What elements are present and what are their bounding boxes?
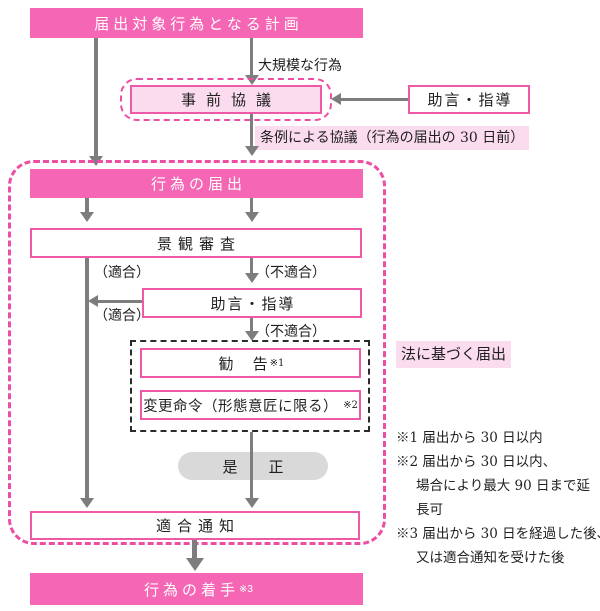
correction-pill-label: 是 正: [222, 457, 292, 476]
advice-guidance-mid-box: 助言・指導: [142, 288, 362, 318]
arrowhead-down-icon: [80, 498, 94, 508]
arrow-line-advice-to-conform: [97, 300, 142, 303]
arrow-line-plan-to-notification: [94, 38, 98, 156]
arrowhead-down-icon: [245, 273, 259, 283]
arrow-line-advice-to-recommendation: [250, 318, 253, 331]
arrow-line-review-to-advice: [250, 258, 253, 273]
act-start-box: 行為の着手※3: [30, 573, 363, 605]
arrowhead-down-icon: [80, 212, 94, 222]
conformity-notice-label: 適合通知: [155, 517, 240, 535]
nonconform-label-1: （不適合）: [256, 265, 326, 281]
change-order-label: 変更命令（形態意匠に限る）: [143, 398, 339, 415]
correction-pill: [178, 452, 328, 480]
pre-consultation-label: 事前協議: [180, 91, 281, 109]
change-order-box: 変更命令（形態意匠に限る） ※2: [140, 390, 361, 420]
footnote-2-cont2: 長可: [416, 502, 443, 518]
change-order-ref: ※2: [343, 399, 358, 411]
footnotes: ※1 届出から 30 日以内 ※2 届出から 30 日以内、 場合により最大 9…: [396, 426, 600, 570]
law-based-notification-label: 法に基づく届出: [396, 341, 512, 368]
plan-box-label: 届出対象行為となる計画: [94, 15, 303, 33]
footnote-1: ※1 届出から 30 日以内: [396, 430, 543, 446]
landscape-review-label: 景観審査: [156, 234, 241, 253]
arrow-line-conform-to-notice: [85, 258, 89, 498]
arrow-line-plan-to-preconsult: [250, 38, 253, 75]
arrow-line-advice-to-preconsult: [340, 98, 408, 101]
arrow-line-notification-to-review-left: [85, 198, 89, 212]
footnote-3: ※3 届出から 30 日を経過した後、: [396, 526, 600, 542]
act-notification-label: 行為の届出: [150, 176, 246, 193]
ordinance-consultation-band: 条例による協議（行為の届出の 30 日前）: [255, 126, 530, 150]
advice-guidance-mid-label: 助言・指導: [210, 294, 296, 313]
arrowhead-down-icon: [245, 498, 259, 508]
arrow-line-preconsult-to-notification: [250, 114, 253, 146]
act-notification-box: 行為の届出: [30, 169, 363, 198]
arrow-line-notification-to-review-right: [250, 198, 253, 212]
arrow-line-order-to-notice: [250, 432, 253, 498]
arrowhead-down-icon: [245, 75, 259, 85]
advice-guidance-top-box: 助言・指導: [408, 85, 530, 114]
arrowhead-left-icon: [331, 93, 341, 105]
footnote-3-cont: 又は適合通知を受けた後: [416, 550, 565, 566]
conformity-notice-box: 適合通知: [30, 511, 360, 540]
landscape-review-box: 景観審査: [30, 228, 362, 258]
recommendation-label: 勧 告: [218, 354, 270, 373]
act-start-ref: ※3: [239, 583, 253, 595]
procedure-dashed-frame: [8, 160, 386, 545]
law-measures-dashed-frame: [130, 340, 370, 432]
conform-label-1: （適合）: [94, 265, 150, 281]
recommendation-box: 勧 告※1: [140, 348, 361, 378]
arrowhead-down-icon: [245, 212, 259, 222]
arrowhead-down-icon: [245, 331, 259, 341]
plan-box: 届出対象行為となる計画: [30, 8, 363, 38]
arrowhead-down-icon: [245, 146, 259, 156]
recommendation-ref: ※1: [269, 357, 285, 369]
footnote-2-cont: 場合により最大 90 日まで延: [416, 478, 590, 494]
nonconform-label-2: （不適合）: [256, 324, 326, 340]
footnote-2: ※2 届出から 30 日以内、: [396, 454, 557, 470]
arrowhead-left-icon: [88, 295, 98, 307]
large-act-label: 大規模な行為: [258, 58, 342, 74]
arrow-line-notice-to-start: [192, 540, 197, 558]
pre-consultation-box: 事前協議: [130, 85, 322, 114]
advice-guidance-top-label: 助言・指導: [427, 91, 513, 109]
conform-label-2: （適合）: [94, 308, 150, 324]
act-start-label: 行為の着手: [144, 581, 240, 599]
arrowhead-down-big-icon: [186, 558, 204, 571]
